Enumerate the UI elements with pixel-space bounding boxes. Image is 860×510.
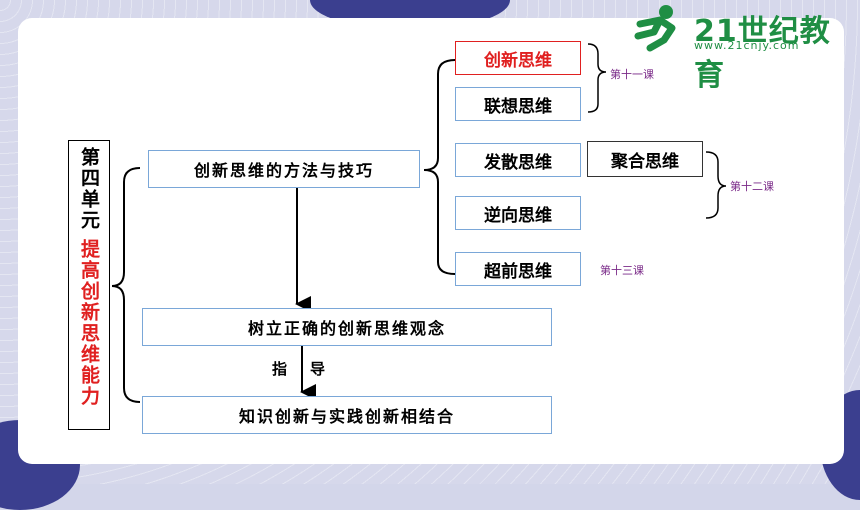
combination-box: 知识创新与实践创新相结合	[142, 396, 552, 434]
lesson11-brace	[587, 43, 607, 113]
guide-label-1: 指	[272, 360, 288, 378]
innovative-thinking-box: 创新思维	[455, 41, 581, 75]
reverse-thinking-box: 逆向思维	[455, 196, 581, 230]
unit-line2: 提高创新思维能力	[78, 239, 100, 407]
diagram-connectors	[111, 43, 727, 403]
logo-name: 21世纪教育	[694, 14, 831, 93]
advanced-thinking-box: 超前思维	[455, 252, 581, 286]
topic-brace	[423, 59, 456, 275]
concept-box: 树立正确的创新思维观念	[142, 308, 552, 346]
main-topic-box: 创新思维的方法与技巧	[148, 150, 420, 188]
lesson12-brace	[705, 151, 727, 219]
lesson-11-note: 第十一课	[610, 68, 654, 81]
unit-title-box: 第四单元 提高创新思维能力	[68, 140, 110, 430]
runner-logo-icon	[634, 5, 676, 52]
associative-thinking-box: 联想思维	[455, 87, 581, 121]
unit-line1: 第四单元	[78, 147, 100, 231]
guide-label-2: 导	[310, 360, 326, 378]
content-card	[18, 18, 844, 464]
logo-url: www.21cnjy.com	[694, 39, 800, 52]
convergent-thinking-box: 聚合思维	[587, 141, 703, 177]
unit-brace	[111, 167, 141, 403]
lesson-13-note: 第十三课	[600, 264, 644, 277]
divergent-thinking-box: 发散思维	[455, 143, 581, 177]
lesson-12-note: 第十二课	[730, 180, 774, 193]
